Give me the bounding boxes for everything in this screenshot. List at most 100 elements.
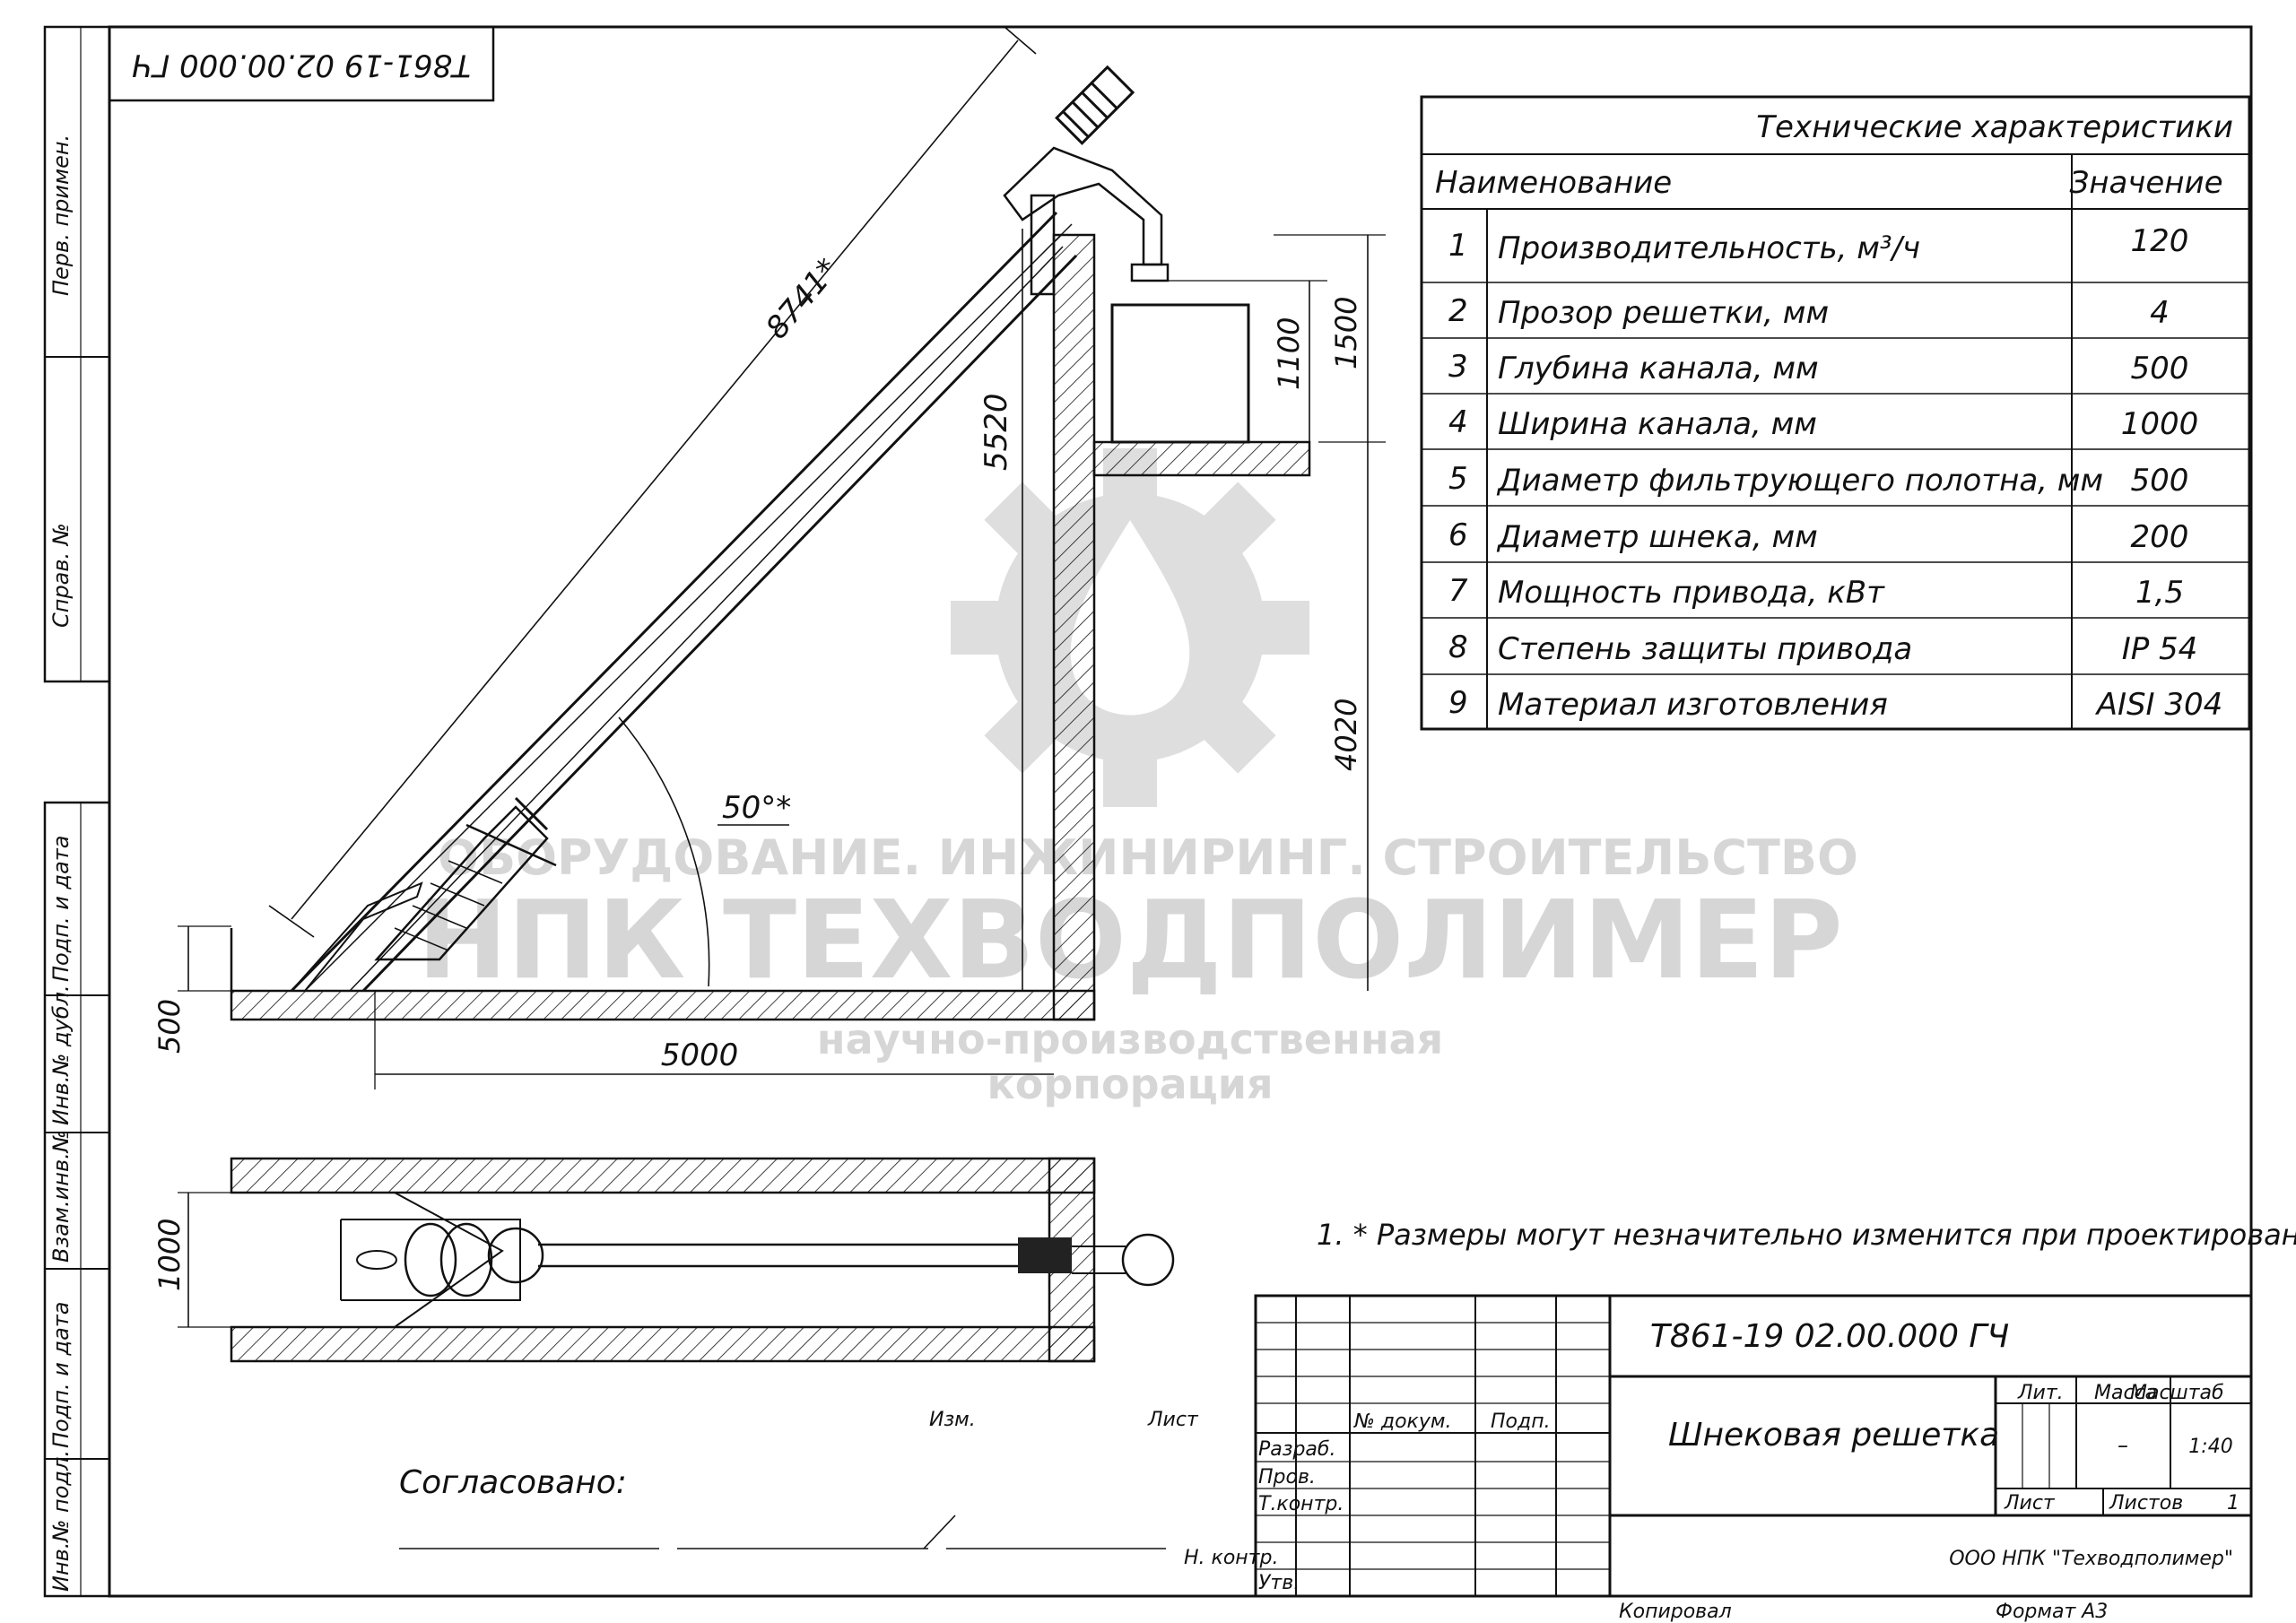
spec-row-value: 1000: [2121, 406, 2199, 442]
dim-5000: 5000: [374, 991, 1054, 1089]
specs-col-value: Значение: [2069, 165, 2222, 201]
spec-row: 7 Мощность привода, кВт 1,5: [1448, 573, 2184, 611]
side-label-podp-data-1: Подп. и дата: [48, 836, 74, 983]
approval-list: Лист: [1147, 1409, 1199, 1431]
tb-razrab: Разраб.: [1258, 1438, 1335, 1461]
tb-list-label: Лист: [2004, 1492, 2056, 1515]
spec-row-name: Материал изготовления: [1498, 687, 1888, 723]
watermark-line4: корпорация: [987, 1060, 1274, 1108]
note-text: 1. * Размеры могут незначительно изменит…: [1317, 1218, 2296, 1252]
spec-row-num: 8: [1448, 629, 1468, 665]
spec-row-num: 7: [1448, 573, 1468, 609]
dim-angle-label: 50°*: [722, 790, 791, 826]
spec-row: 5 Диаметр фильтрующего полотна, мм 500: [1448, 461, 2188, 499]
approval-izm: Изм.: [929, 1409, 976, 1431]
side-label-perv-primen: Перв. примен.: [48, 135, 74, 296]
spec-row: 9 Материал изготовления AISI 304: [1448, 685, 2222, 723]
side-label-inv-podl: Инв.№ подл.: [48, 1450, 74, 1592]
drive-motor-icon: [1055, 65, 1135, 145]
spec-row: 2 Прозор решетки, мм 4: [1448, 293, 2170, 331]
spec-row-num: 3: [1448, 349, 1468, 385]
spec-row-name: Прозор решетки, мм: [1498, 295, 1829, 331]
dim-500-label: 500: [152, 999, 187, 1054]
tb-tkontr: Т.контр.: [1258, 1493, 1344, 1515]
spec-row-value: 120: [2131, 223, 2189, 259]
tb-org: ООО НПК "Техводполимер": [1949, 1548, 2233, 1570]
watermark-line3: научно-производственная: [817, 1015, 1443, 1063]
approval-label: Согласовано:: [399, 1464, 627, 1501]
side-labels: Перв. примен. Справ. № Подп. и дата Инв.…: [48, 135, 74, 1592]
plan-view: 1000: [152, 1157, 1175, 1363]
side-label-podp-data-2: Подп. и дата: [48, 1302, 74, 1449]
tb-listov-label: Листов: [2109, 1492, 2183, 1515]
spec-row: 3 Глубина канала, мм 500: [1448, 349, 2188, 386]
upper-platform: [1092, 440, 1311, 477]
spec-row-num: 9: [1448, 685, 1468, 721]
tb-utv: Утв.: [1258, 1572, 1300, 1594]
spec-row: 6 Диаметр шнека, мм 200: [1448, 517, 2188, 555]
dim-right: 1100 1500 4020: [1166, 234, 1386, 991]
dim-1100-label: 1100: [1272, 317, 1306, 390]
dim-4020-label: 4020: [1329, 699, 1363, 771]
tb-massa: Масса: [2094, 1382, 2157, 1404]
code-stamp-text: Т861-19 02.00.000 ГЧ: [132, 48, 471, 83]
watermark-line1: ОБОРУДОВАНИЕ. ИНЖИНИРИНГ. СТРОИТЕЛЬСТВО: [438, 829, 1858, 886]
channel-floor: [230, 989, 1096, 1021]
tb-nkontr: Н. контр.: [1184, 1547, 1278, 1569]
approval-block: Изм. Лист Согласовано:: [399, 1409, 1199, 1549]
spec-row-name: Ширина канала, мм: [1498, 406, 1817, 442]
spec-row-num: 1: [1448, 228, 1468, 264]
dim-angle: 50°*: [618, 716, 791, 987]
tb-scale-value: 1:40: [2188, 1436, 2232, 1458]
spec-row-value: 200: [2131, 519, 2189, 555]
spec-row-name: Мощность привода, кВт: [1498, 575, 1885, 611]
spec-row: 8 Степень защиты привода IP 54: [1448, 629, 2197, 667]
side-label-inv-dubl: Инв.№ дубл.: [48, 985, 74, 1125]
spec-row-value: 1,5: [2135, 575, 2184, 611]
tb-format: Формат А3: [1996, 1601, 2108, 1623]
spec-row-name: Диаметр фильтрующего полотна, мм: [1496, 463, 2103, 499]
specs-table: Технические характеристики Наименование …: [1420, 95, 2251, 731]
tb-lit: Лит.: [2017, 1382, 2064, 1404]
spec-row-num: 6: [1448, 517, 1468, 553]
spec-row-num: 2: [1448, 293, 1468, 329]
waste-container: [1110, 303, 1250, 444]
dim-1000-label: 1000: [152, 1219, 187, 1291]
spec-row-num: 4: [1448, 404, 1468, 440]
spec-row-value: AISI 304: [2095, 687, 2223, 723]
spec-row-num: 5: [1448, 461, 1468, 497]
tb-code: Т861-19 02.00.000 ГЧ: [1650, 1318, 2009, 1355]
tb-kopiroval: Копировал: [1619, 1601, 1732, 1623]
spec-row-value: IP 54: [2122, 631, 2198, 667]
specs-title: Технические характеристики: [1756, 109, 2233, 145]
side-label-sprav: Справ. №: [48, 523, 74, 628]
specs-col-name: Наименование: [1435, 165, 1672, 201]
spec-row-name: Диаметр шнека, мм: [1496, 519, 1818, 555]
dim-5520: 5520: [978, 229, 1023, 991]
dim-5520-label: 5520: [978, 393, 1014, 471]
spec-row: 1 Производительность, м³/ч 120: [1448, 223, 2188, 266]
inclined-screw: [290, 65, 1170, 993]
tb-listov-value: 1: [2227, 1492, 2239, 1515]
channel-wall: [1052, 233, 1096, 1021]
tb-masshtab: Масштаб: [2130, 1382, 2224, 1404]
spec-row-value: 500: [2131, 463, 2189, 499]
title-block: № докум. Подп. Разраб. Пров. Т.контр. Н.…: [1184, 1294, 2253, 1623]
dim-500: 500: [152, 925, 231, 1054]
tb-name: Шнековая решетка: [1668, 1417, 1999, 1454]
dim-length-label: 8741*: [759, 252, 846, 346]
spec-row: 4 Ширина канала, мм 1000: [1448, 404, 2198, 442]
dim-length: 8741*: [268, 26, 1037, 938]
dim-1500-label: 1500: [1329, 297, 1363, 369]
spec-row-value: 4: [2150, 295, 2170, 331]
tb-massa-value: –: [2118, 1433, 2128, 1458]
spec-row-name: Степень защиты привода: [1498, 631, 1912, 667]
watermark-gear-icon: [951, 448, 1309, 807]
tb-prov: Пров.: [1258, 1466, 1316, 1488]
side-label-vzam-inv: Взам.инв.№: [48, 1130, 74, 1263]
plan-drive-icon: [1018, 1237, 1072, 1273]
spec-row-name: Производительность, м³/ч: [1498, 230, 1920, 266]
dim-5000-label: 5000: [661, 1037, 739, 1073]
